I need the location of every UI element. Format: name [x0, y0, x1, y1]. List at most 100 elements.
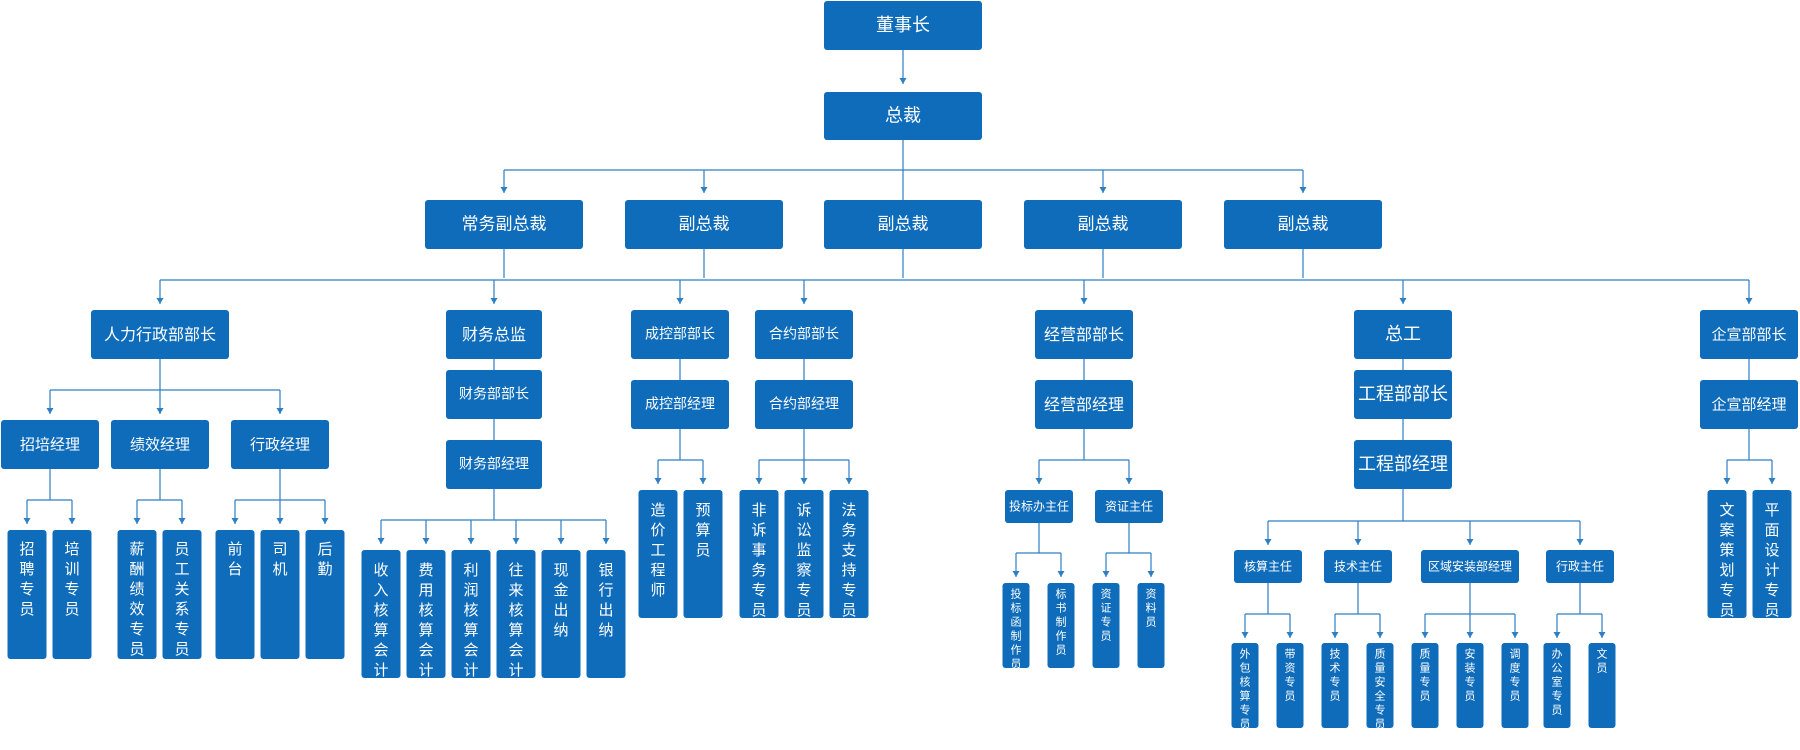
business-staff-box: 资证专员	[1092, 583, 1120, 668]
box-label: 员工关系专员	[174, 540, 189, 658]
box-label: 副总裁	[679, 215, 730, 235]
engineering-staff-box: 质量安全专员	[1366, 643, 1394, 731]
box-label: 调度专员	[1510, 648, 1521, 703]
engineering-staff-box: 安装专员	[1456, 643, 1484, 728]
box-background	[1354, 310, 1452, 359]
arrow-head-icon	[557, 538, 565, 544]
box-background	[1035, 380, 1133, 429]
finance-staff-box: 往来核算会计	[496, 550, 536, 679]
box-label: 利润核算会计	[463, 561, 478, 679]
arrow-head-icon	[512, 538, 520, 544]
arrow-head-icon	[755, 478, 763, 484]
box-label: 质量安全专员	[1375, 648, 1386, 731]
box-label: 带资专员	[1285, 648, 1296, 703]
box-background	[117, 530, 157, 659]
box-background	[1543, 643, 1571, 728]
vice-president-box: 副总裁	[1224, 200, 1382, 249]
business-staff-box: 资料员	[1137, 583, 1165, 668]
arrow-head-icon	[1466, 632, 1474, 638]
box-background	[824, 200, 982, 249]
box-background	[755, 380, 853, 429]
box-background	[260, 530, 300, 659]
arrow-head-icon	[1576, 539, 1584, 545]
box-label: 技术主任	[1334, 560, 1382, 574]
box-background	[1421, 550, 1519, 583]
box-label: 副总裁	[1078, 215, 1129, 235]
publicity-manager-box: 企宣部经理	[1700, 380, 1798, 429]
publicity-staff-box: 平面设计专员	[1752, 490, 1792, 619]
box-background	[446, 370, 542, 419]
arrow-head-icon	[1511, 632, 1519, 638]
box-background	[1002, 583, 1030, 668]
engineering-supervisor-box: 核算主任	[1234, 550, 1302, 583]
box-background	[1588, 643, 1616, 728]
box-label: 标书制作员	[1056, 587, 1067, 657]
arrow-head-icon	[700, 187, 708, 193]
vice-president-box: 常务副总裁	[425, 200, 583, 249]
box-label: 企宣部经理	[1711, 396, 1786, 414]
arrow-head-icon	[231, 518, 239, 524]
hr-staff-box: 员工关系专员	[162, 530, 202, 659]
arrow-head-icon	[276, 408, 284, 414]
box-background	[1231, 643, 1259, 728]
box-background	[162, 530, 202, 659]
contract-staff-box: 法务支持专员	[829, 490, 869, 619]
box-label: 安装专员	[1465, 647, 1476, 703]
box-background	[1700, 380, 1798, 429]
arrow-head-icon	[676, 298, 684, 304]
connector-line	[50, 359, 280, 391]
finance-staff-box: 费用核算会计	[406, 550, 446, 679]
contract-staff-box: 非诉事务专员	[739, 490, 779, 619]
box-label: 投标函制作员	[1011, 587, 1022, 671]
arrow-head-icon	[1723, 478, 1731, 484]
arrow-head-icon	[1080, 298, 1088, 304]
box-label: 法务支持专员	[841, 501, 856, 619]
box-label: 质量专员	[1420, 648, 1431, 703]
arrow-head-icon	[602, 538, 610, 544]
business-staff-box: 标书制作员	[1047, 583, 1075, 668]
arrow-head-icon	[1264, 539, 1272, 545]
vice-president-box: 副总裁	[625, 200, 783, 249]
box-background	[638, 490, 678, 618]
arrow-head-icon	[1057, 571, 1065, 577]
arrow-head-icon	[1331, 632, 1339, 638]
publicity-head-box: 企宣部部长	[1700, 310, 1798, 359]
box-background	[1234, 550, 1302, 583]
connector-line	[235, 469, 325, 501]
engineering-supervisor-box: 技术主任	[1324, 550, 1392, 583]
arrow-head-icon	[133, 518, 141, 524]
finance-staff-box: 银行出纳	[586, 550, 626, 678]
cost-staff-box: 预算员	[683, 490, 723, 618]
box-label: 外包核算专员	[1240, 648, 1251, 731]
president-box: 总裁	[824, 92, 982, 140]
box-background	[111, 420, 209, 469]
box-background	[1321, 643, 1349, 728]
box-label: 平面设计专员	[1764, 501, 1779, 619]
box-background	[1005, 490, 1073, 523]
box-background	[1501, 643, 1529, 728]
box-label: 前台	[227, 540, 242, 578]
box-label: 企宣部部长	[1711, 326, 1786, 344]
connector-line	[658, 429, 703, 461]
vice-president-box: 副总裁	[1024, 200, 1182, 249]
cost-head-box: 成控部部长	[631, 310, 729, 359]
engineering-manager-box: 工程部经理	[1354, 440, 1452, 489]
box-background	[1366, 643, 1394, 728]
arrow-head-icon	[899, 78, 907, 84]
publicity-staff-box: 文案策划专员	[1707, 490, 1747, 619]
box-background	[52, 530, 92, 659]
box-label: 人力行政部部长	[104, 325, 216, 344]
box-background	[625, 200, 783, 249]
connector-line	[504, 140, 1303, 171]
box-label: 资料员	[1146, 588, 1157, 629]
hr-manager-box: 行政经理	[231, 420, 329, 469]
box-background	[824, 1, 982, 50]
box-label: 资证专员	[1101, 588, 1112, 643]
chief-engineer-box: 总工	[1354, 310, 1452, 359]
hr-staff-box: 招聘专员	[7, 530, 47, 659]
arrow-head-icon	[1553, 632, 1561, 638]
box-background	[1276, 643, 1304, 728]
box-background	[451, 550, 491, 678]
arrow-head-icon	[1012, 571, 1020, 577]
contract-manager-box: 合约部经理	[755, 380, 853, 429]
